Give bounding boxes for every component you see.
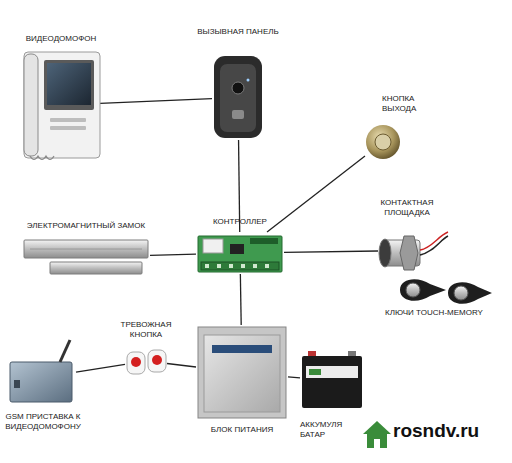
component-label: ВЫЗЫВНАЯ ПАНЕЛЬ: [182, 27, 294, 37]
reader-contact: [379, 239, 391, 267]
alarm-button-red: [152, 355, 162, 365]
key-contact: [406, 283, 420, 297]
battery-case: [302, 356, 362, 408]
handset-cord: [30, 156, 54, 160]
wire-connector: [240, 274, 242, 325]
battery-terminal: [348, 351, 356, 356]
videophone-buttons: [50, 118, 86, 122]
watermark-text: rosndv.ru: [393, 420, 479, 442]
terminal-screw: [253, 264, 257, 268]
component-node: КНОПКА ВЫХОДА: [365, 124, 401, 160]
wire-connector: [150, 254, 196, 255]
touch-memory-key: [400, 279, 446, 301]
wire-connector: [288, 377, 300, 378]
lock-armature: [50, 262, 142, 274]
component-node: ВИДЕОДОМОФОН: [22, 50, 100, 160]
component-label: ВИДЕОДОМОФОН: [16, 34, 106, 44]
terminal-screw: [217, 264, 221, 268]
videophone-screen-frame: [44, 60, 94, 110]
call-panel-body: [214, 56, 262, 138]
component-label: КЛЮЧИ TOUCH-MEMORY: [374, 308, 494, 318]
key-contact: [454, 286, 468, 300]
gsm-connector: [14, 380, 20, 388]
wire-connector: [284, 251, 378, 252]
videophone-body: [24, 52, 100, 158]
videophone-screen: [47, 63, 91, 105]
reader-wire: [420, 236, 448, 255]
watermark-house-roof: [363, 421, 391, 434]
controller-connector: [250, 238, 278, 244]
terminal-screw: [229, 264, 233, 268]
alarm-button-red: [131, 357, 141, 367]
component-node: АККУМУЛЯ БАТАР: [300, 352, 364, 410]
component-node: КОНТАКТНАЯ ПЛОЩАДКА: [378, 228, 448, 273]
component-label: ЭЛЕКТРОМАГНИТНЫЙ ЗАМОК: [22, 221, 150, 231]
reader-nut: [400, 236, 418, 270]
touch-memory-key: [448, 282, 492, 304]
wire-connector: [100, 99, 212, 104]
exit-button-plate: [366, 125, 400, 159]
wire-connector: [267, 156, 365, 232]
component-label: БЛОК ПИТАНИЯ: [192, 425, 292, 435]
component-node: ЭЛЕКТРОМАГНИТНЫЙ ЗАМОК: [22, 238, 150, 276]
alarm-fob: [127, 352, 145, 374]
component-node: ВЫЗЫВНАЯ ПАНЕЛЬ: [212, 55, 264, 140]
power-supply-nameplate: [212, 345, 272, 353]
camera-lens: [232, 82, 244, 94]
component-label: ТРЕВОЖНАЯ КНОПКА: [119, 320, 173, 341]
component-label: КОНТАКТНАЯ ПЛОЩАДКА: [372, 198, 442, 219]
component-node: ТРЕВОЖНАЯ КНОПКА: [125, 348, 167, 374]
component-label: АККУМУЛЯ БАТАР: [300, 420, 346, 441]
wire-connector: [167, 364, 196, 367]
component-node: GSM ПРИСТАВКА К ВИДЕОДОМОФОНУ: [8, 350, 76, 405]
battery-logo: [309, 369, 321, 375]
wire-connector: [76, 364, 125, 372]
battery-label: [306, 366, 358, 378]
indicator-light: [247, 79, 250, 82]
component-label: КОНТРОЛЛЕР: [196, 217, 284, 227]
videophone-buttons: [50, 126, 86, 130]
component-node: КЛЮЧИ TOUCH-MEMORY: [392, 272, 492, 307]
terminal-screw: [241, 264, 245, 268]
controller-board: [198, 236, 282, 272]
battery-terminal: [308, 351, 316, 356]
controller-chip: [230, 244, 244, 254]
alarm-fob: [148, 350, 166, 372]
call-panel-face: [220, 64, 256, 132]
call-button: [232, 110, 244, 119]
exit-button-cap: [375, 134, 391, 150]
gsm-module-case: [10, 362, 72, 402]
power-supply-case: [198, 327, 286, 418]
terminal-screw: [265, 264, 269, 268]
lock-groove: [30, 249, 142, 250]
component-node: БЛОК ПИТАНИЯ: [196, 325, 288, 420]
terminal-screw: [205, 264, 209, 268]
controller-chip: [203, 239, 223, 253]
component-label: GSM ПРИСТАВКА К ВИДЕОДОМОФОНУ: [4, 412, 82, 433]
gsm-antenna: [60, 340, 70, 362]
lock-magnet: [24, 240, 148, 258]
watermark-house-door: [374, 439, 380, 448]
component-node: КОНТРОЛЛЕР: [196, 232, 284, 274]
component-label: КНОПКА ВЫХОДА: [382, 94, 430, 115]
watermark-house-body: [367, 433, 387, 448]
power-supply-front: [204, 335, 280, 412]
videophone-handset: [24, 54, 38, 156]
terminal-block: [201, 262, 279, 270]
